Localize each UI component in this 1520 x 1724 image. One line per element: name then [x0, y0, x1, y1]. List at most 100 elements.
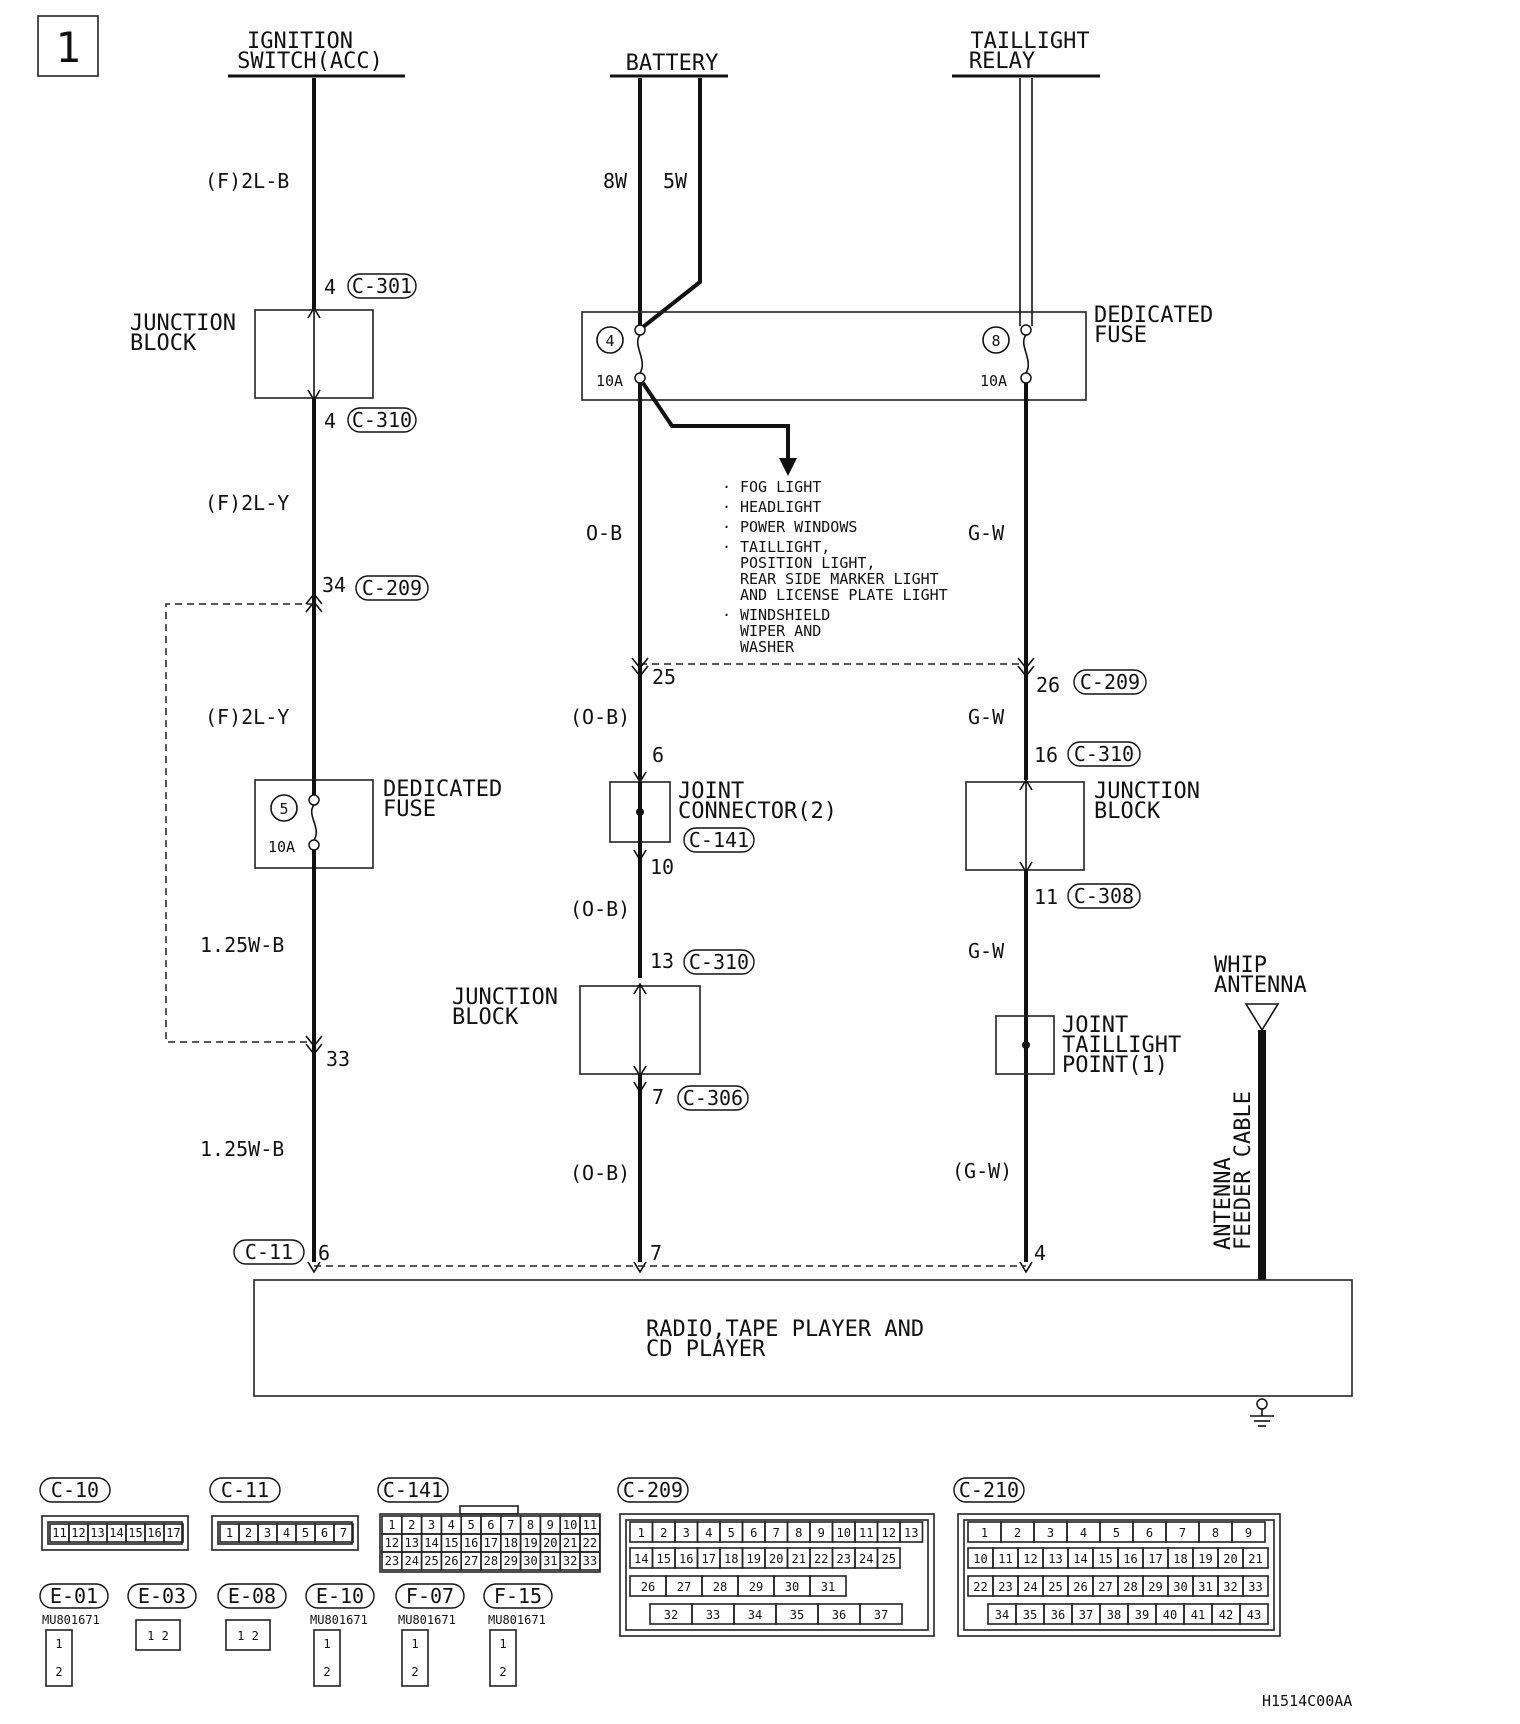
left-end-arrow: [307, 1261, 321, 1274]
connector-pin-label: 23: [837, 1552, 851, 1566]
connector-pin-label: 40: [1163, 1608, 1177, 1622]
connector-pin-label: 7: [1179, 1526, 1186, 1540]
cv-f15-part: MU801671: [488, 1613, 546, 1627]
ignition-label-2: SWITCH(ACC): [237, 49, 383, 74]
connector-pin-label: 11: [998, 1552, 1012, 1566]
conn-c141: C-141: [689, 828, 749, 852]
connector-pin-label: 23: [998, 1580, 1012, 1594]
cv-f15-pin1: 1: [499, 1637, 506, 1651]
connector-pin-label: 13: [404, 1536, 418, 1550]
connector-pin-label: 6: [487, 1518, 494, 1532]
fuse-4-rating: 10A: [596, 372, 623, 390]
connector-pin-label: 2: [408, 1518, 415, 1532]
wire-right-3-label: G-W: [968, 939, 1005, 963]
diagram-number: 1: [55, 23, 80, 72]
right-arrow-26: [1017, 657, 1035, 678]
fuse-4-badge: [596, 326, 624, 354]
connector-pin-label: 37: [874, 1608, 888, 1622]
connector-pin-label: 31: [821, 1580, 835, 1594]
wire-left-top-label: (F)2L-B: [205, 169, 289, 193]
connector-pin-label: 9: [547, 1518, 554, 1532]
radio-label-1: RADIO,TAPE PLAYER AND: [646, 1317, 924, 1342]
connector-pin-label: 24: [859, 1552, 873, 1566]
connector-pin-label: 12: [882, 1526, 896, 1540]
pin-6-center: 6: [652, 743, 664, 767]
conn-c301-pill: [347, 273, 417, 299]
connector-pin-label: 2: [660, 1526, 667, 1540]
fuse-8-term-bot: [1020, 372, 1032, 384]
connector-pin-label: 19: [1198, 1552, 1212, 1566]
pin-7-bottom: 7: [650, 1241, 662, 1265]
connector-pin-label: 43: [1247, 1608, 1261, 1622]
connector-pin-label: 15: [1098, 1552, 1112, 1566]
connector-pin-label: 2: [1014, 1526, 1021, 1540]
cv-e03-body: [135, 1619, 181, 1651]
center-arrow-25: [631, 657, 649, 678]
connector-pin-label: 26: [1073, 1580, 1087, 1594]
junction-block-2-label-2: BLOCK: [452, 1005, 519, 1030]
junction-block-3-label-1: JUNCTION: [1094, 779, 1200, 804]
wire-battery-5w: [641, 78, 702, 329]
connector-pin-label: 24: [404, 1554, 418, 1568]
connector-pin-label: 28: [1123, 1580, 1137, 1594]
connector-pin-label: 4: [448, 1518, 455, 1532]
connector-pin-label: 12: [1023, 1552, 1037, 1566]
fuse-8-element: [1022, 334, 1030, 374]
joint-connector-dot: [636, 808, 644, 816]
cv-c11-inner: [217, 1521, 353, 1545]
joint-connector-label-1: JOINT: [678, 779, 744, 804]
fuse-4-term-bot: [634, 372, 646, 384]
connector-pin-cell: [1231, 1521, 1266, 1543]
fuse-8-num: 8: [991, 332, 1000, 350]
cv-f07-body: [401, 1629, 429, 1687]
cv-e10-pin1: 1: [323, 1637, 330, 1651]
pin-10: 10: [650, 855, 674, 879]
connector-pin-label: 35: [1023, 1608, 1037, 1622]
branch-item: WINDSHIELD: [740, 606, 830, 624]
dedicated-fuse-top: [581, 311, 1087, 401]
cv-f15-pill: [483, 1583, 553, 1609]
cv-c210-label: C-210: [959, 1478, 1019, 1502]
connector-pin-label: 21: [792, 1552, 806, 1566]
connector-pin-label: 7: [773, 1526, 780, 1540]
connector-pin-label: 14: [424, 1536, 438, 1550]
center-arrow-7: [633, 1081, 647, 1094]
connector-pin-label: 6: [1146, 1526, 1153, 1540]
cv-f15-label: F-15: [494, 1584, 542, 1608]
connector-pin-label: 1: [981, 1526, 988, 1540]
connector-pin-label: 39: [1135, 1608, 1149, 1622]
cv-f15-pin2: 2: [499, 1665, 506, 1679]
figure-code: H1514C00AA: [1262, 1692, 1352, 1710]
cv-e10-part: MU801671: [310, 1613, 368, 1627]
connector-pin-label: 16: [147, 1526, 161, 1540]
connector-pin-label: 11: [583, 1518, 597, 1532]
connector-pin-label: 30: [523, 1554, 537, 1568]
wire-center-3-label: (O-B): [570, 897, 630, 921]
wire-left-low-label: 1.25W-B: [200, 933, 284, 957]
cv-c10-label: C-10: [51, 1478, 99, 1502]
joint-taillight-point: [995, 1015, 1055, 1075]
radio-label-2: CD PLAYER: [646, 1337, 766, 1362]
connector-pin-label: 3: [264, 1526, 271, 1540]
connector-pin-label: 12: [385, 1536, 399, 1550]
cv-e01-pill: [39, 1583, 109, 1609]
connector-pin-label: 9: [1245, 1526, 1252, 1540]
cv-f07-part: MU801671: [398, 1613, 456, 1627]
cv-e08-body: [225, 1619, 271, 1651]
cv-e08-label: E-08: [228, 1584, 276, 1608]
connector-pin-cell: [1239, 1603, 1269, 1625]
cv-c10-body: [41, 1515, 189, 1551]
connector-pin-label: 12: [71, 1526, 85, 1540]
connector-pin-label: 30: [785, 1580, 799, 1594]
cv-e01-body: [45, 1629, 73, 1687]
cv-e03-label: E-03: [138, 1584, 186, 1608]
pin-7-center: 7: [652, 1085, 664, 1109]
pin-11: 11: [1034, 885, 1058, 909]
connector-pin-label: 3: [428, 1518, 435, 1532]
connector-pin-label: 37: [1079, 1608, 1093, 1622]
connector-pin-label: 18: [503, 1536, 517, 1550]
branch-item: WIPER AND: [740, 622, 821, 640]
junction-block-1-label-1: JUNCTION: [130, 311, 236, 336]
connector-pin-label: 8: [795, 1526, 802, 1540]
